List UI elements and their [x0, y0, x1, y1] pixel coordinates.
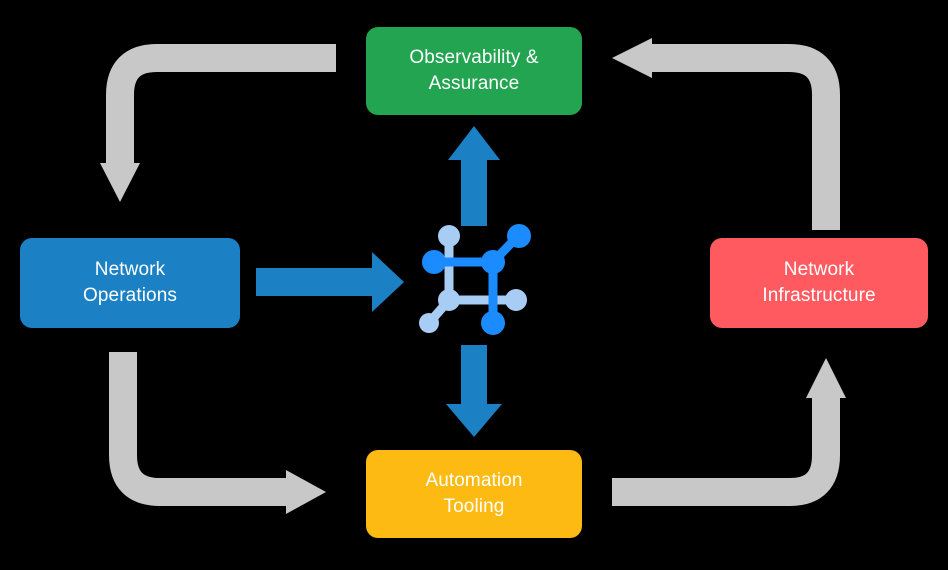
connector-network-infrastructure-to-observability: [612, 38, 840, 230]
connector-center-to-observability: [448, 126, 500, 226]
node-label-network-operations: Network Operations: [83, 259, 177, 306]
node-label-observability: Observability & Assurance: [409, 47, 539, 94]
connector-network-ops-to-automation: [109, 352, 326, 514]
connector-observability-to-network-ops: [100, 44, 336, 202]
node-box-network-operations[interactable]: Network Operations: [20, 238, 240, 328]
node-label-network-infrastructure: Network Infrastructure: [762, 259, 876, 306]
node-box-network-infrastructure[interactable]: Network Infrastructure: [710, 238, 928, 328]
node-box-automation-tooling[interactable]: Automation Tooling: [366, 450, 582, 538]
topology-light-nodes: [419, 225, 527, 333]
connector-automation-to-network-infrastructure: [612, 358, 846, 506]
connector-network-ops-to-center: [256, 252, 404, 312]
node-label-automation-tooling: Automation Tooling: [425, 470, 523, 517]
connector-center-to-automation: [446, 345, 502, 437]
node-box-observability[interactable]: Observability & Assurance: [366, 27, 582, 115]
network-topology-icon: [419, 224, 531, 335]
topology-dark-nodes: [422, 224, 531, 335]
